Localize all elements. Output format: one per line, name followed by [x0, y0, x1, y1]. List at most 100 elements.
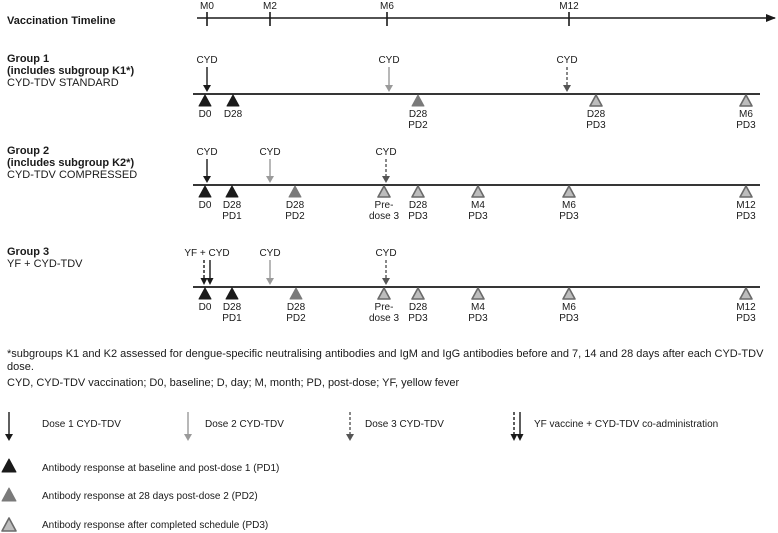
pd3-triangle-icon	[411, 185, 425, 198]
response-marker: D0	[198, 287, 212, 313]
pd1-triangle-icon	[198, 94, 212, 107]
response-marker: D28	[224, 94, 243, 120]
marker-label: PD1	[222, 313, 242, 324]
month-tick: M0	[200, 1, 214, 26]
dose-event: CYD	[378, 55, 400, 92]
response-marker: D0	[198, 94, 212, 120]
dose-event: CYD	[556, 55, 578, 92]
dose-label: CYD	[375, 147, 396, 158]
dose2-arrow-icon	[385, 67, 393, 92]
marker-label: D28	[224, 109, 243, 120]
pd1-triangle-icon	[225, 287, 239, 300]
dose1-arrow-icon	[5, 412, 13, 441]
dose3-arrow-icon	[563, 67, 571, 92]
legend-pd1-label: Antibody response at baseline and post-d…	[42, 463, 279, 474]
dose3-arrow-icon	[382, 260, 390, 285]
legend-dose1-label: Dose 1 CYD-TDV	[42, 419, 121, 430]
dose-label: CYD	[378, 55, 399, 66]
pd2-triangle-icon	[411, 94, 425, 107]
coadmin-double-arrow-icon	[200, 260, 214, 285]
marker-label: PD3	[408, 211, 428, 222]
footnote-subgroups: *subgroups K1 and K2 assessed for dengue…	[7, 348, 764, 373]
marker-label: PD3	[559, 211, 579, 222]
pd3-triangle-icon	[739, 94, 753, 107]
response-marker: D0	[198, 185, 212, 211]
response-marker: Pre-dose 3	[369, 287, 399, 324]
marker-label: D28	[286, 200, 305, 211]
marker-label: M12	[736, 302, 756, 313]
legend-pd3: Antibody response after completed schedu…	[1, 517, 268, 532]
dose-event: CYD	[196, 55, 218, 92]
month-tick: M6	[380, 1, 394, 26]
marker-label: PD2	[286, 313, 306, 324]
pd3-triangle-icon	[411, 287, 425, 300]
marker-label: PD3	[586, 120, 606, 131]
marker-label: D0	[199, 109, 212, 120]
legend-dose3: Dose 3 CYD-TDV	[346, 412, 444, 441]
marker-label: M4	[471, 200, 485, 211]
dose1-arrow-icon	[203, 159, 211, 183]
legend-coadmin-label: YF vaccine + CYD-TDV co-administration	[534, 419, 718, 430]
legend-pd3-label: Antibody response after completed schedu…	[42, 520, 268, 531]
dose1-arrow-icon	[5, 412, 13, 441]
marker-label: PD3	[736, 313, 756, 324]
marker-label: PD3	[736, 211, 756, 222]
marker-label: PD3	[468, 211, 488, 222]
marker-label: D28	[223, 302, 242, 313]
marker-label: D28	[287, 302, 306, 313]
marker-label: PD3	[559, 313, 579, 324]
dose-label: CYD	[556, 55, 577, 66]
dose-label: CYD	[259, 248, 280, 259]
marker-label: M6	[562, 302, 576, 313]
pd3-triangle-icon	[739, 185, 753, 198]
coadmin-double-arrow-icon	[510, 412, 524, 441]
pd1-triangle-icon	[226, 94, 240, 107]
marker-label: PD1	[222, 211, 242, 222]
marker-label: PD3	[468, 313, 488, 324]
pd1-triangle-icon	[1, 458, 17, 473]
marker-label: D28	[409, 200, 428, 211]
marker-label: M6	[562, 200, 576, 211]
month-label: M2	[263, 1, 277, 12]
legend-pd1: Antibody response at baseline and post-d…	[1, 458, 279, 474]
pd3-outlined-triangle-icon	[1, 517, 17, 532]
dose-event: CYD	[259, 248, 281, 285]
group-schedule-name: YF + CYD-TDV	[7, 258, 83, 270]
marker-label: Pre-	[375, 200, 394, 211]
marker-label: D0	[199, 200, 212, 211]
group-title: Group 3	[7, 246, 49, 258]
pd3-triangle-icon	[562, 287, 576, 300]
marker-label: PD2	[285, 211, 305, 222]
pd2-triangle-icon	[288, 185, 302, 198]
dose-label: YF + CYD	[184, 248, 229, 259]
marker-label: D0	[199, 302, 212, 313]
pd1-black-triangle-icon	[1, 458, 17, 473]
timeline-title: Vaccination Timeline	[7, 15, 116, 27]
marker-label: PD3	[408, 313, 428, 324]
pd2-triangle-icon	[1, 487, 17, 502]
group-schedule-name: CYD-TDV STANDARD	[7, 77, 119, 89]
dose2-arrow-icon	[266, 159, 274, 183]
dose2-arrow-icon	[266, 260, 274, 285]
marker-label: D28	[223, 200, 242, 211]
dose2-arrow-icon	[184, 412, 192, 441]
marker-label: PD2	[408, 120, 428, 131]
dose-label: CYD	[196, 55, 217, 66]
pd3-triangle-icon	[471, 287, 485, 300]
pd3-triangle-icon	[739, 287, 753, 300]
dose-label: CYD	[259, 147, 280, 158]
pd1-triangle-icon	[225, 185, 239, 198]
marker-label: D28	[409, 302, 428, 313]
group-subgroup-note: (includes subgroup K2*)	[7, 157, 134, 169]
pd3-triangle-icon	[471, 185, 485, 198]
dose2-arrow-icon	[184, 412, 192, 441]
